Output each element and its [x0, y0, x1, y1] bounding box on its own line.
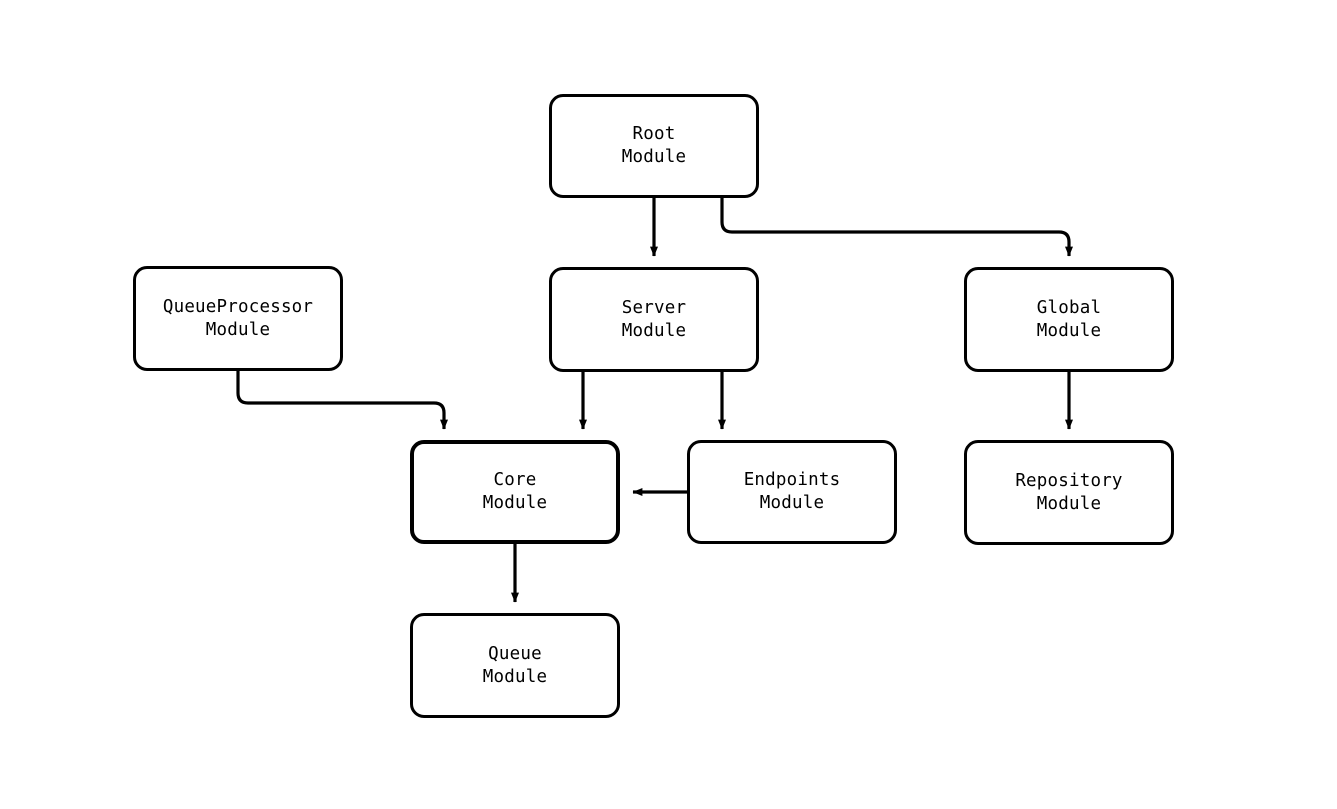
node-root[interactable]: Root Module: [549, 94, 759, 198]
node-endpoints[interactable]: Endpoints Module: [687, 440, 897, 544]
node-repository[interactable]: Repository Module: [964, 440, 1174, 545]
node-core[interactable]: Core Module: [410, 440, 620, 544]
node-server-label: Server Module: [621, 297, 687, 341]
node-global-label: Global Module: [1036, 297, 1102, 341]
node-root-label: Root Module: [621, 124, 687, 167]
node-server[interactable]: Server Module: [549, 267, 759, 372]
node-queueprocessor-label: QueueProcessor Module: [162, 296, 314, 340]
node-queue-label: Queue Module: [482, 643, 548, 687]
node-repository-label: Repository Module: [1015, 470, 1123, 514]
node-core-label: Core Module: [482, 470, 548, 513]
node-queue[interactable]: Queue Module: [410, 613, 620, 718]
node-global[interactable]: Global Module: [964, 267, 1174, 372]
node-queueprocessor[interactable]: QueueProcessor Module: [133, 266, 343, 371]
edge-root-to-global: [720, 198, 1073, 257]
node-endpoints-label: Endpoints Module: [743, 470, 841, 513]
edges-group: [236, 198, 1073, 603]
edge-queueprocessor-to-core: [236, 371, 448, 430]
